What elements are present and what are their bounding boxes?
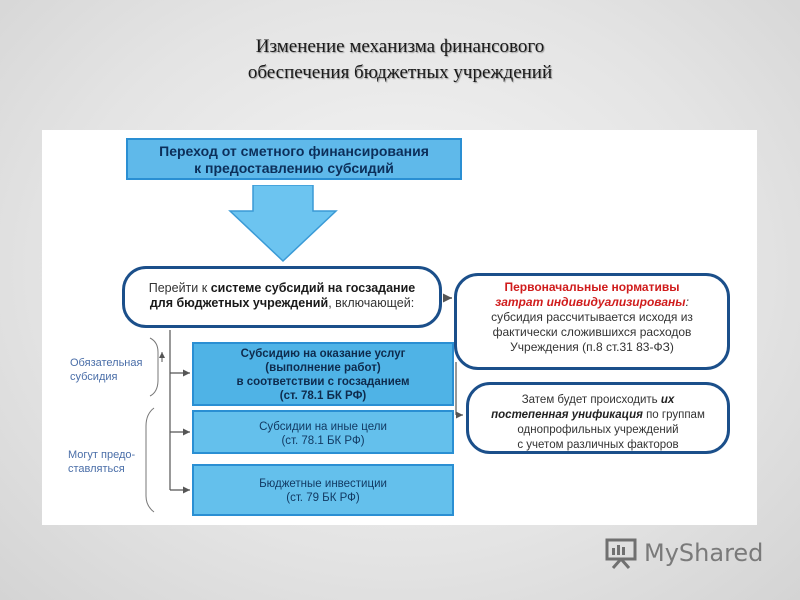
unif-text-2: их [660, 394, 675, 406]
mandatory-label-line-2: субсидия [70, 371, 118, 383]
main-oval-text-2: системе субсидий на госзадание [210, 281, 416, 295]
subsidy-3-line-2: (ст. 79 БК РФ) [286, 492, 360, 504]
subsidy-services-box: Субсидию на оказание услуг (выполнение р… [192, 342, 454, 406]
subsidy-1-line-3: в соответствии с госзаданием [236, 376, 410, 388]
slide-title-line-1: Изменение механизма финансового [255, 36, 545, 57]
norms-text-5: субсидия рассчитывается исходя из [491, 310, 693, 324]
norms-text-7: Учреждения (п.8 ст.31 83-ФЗ) [510, 340, 674, 354]
subsidy-1-line-2: (выполнение работ) [265, 362, 381, 374]
header-line-2: к предоставлению субсидий [194, 160, 394, 176]
norms-text-3: затрат индивидуализированы [495, 295, 686, 309]
norms-text-4: : [685, 295, 689, 309]
subsidy-2-line-1: Субсидии на иные цели [259, 421, 387, 433]
transition-header-box: Переход от сметного финансирования к пре… [126, 138, 462, 180]
norms-text-1: Первоначальные [504, 280, 612, 294]
logo-text: MyShared [644, 539, 764, 567]
subsidy-3-line-1: Бюджетные инвестиции [259, 478, 387, 490]
unif-text-6: с учетом различных факторов [517, 439, 679, 451]
optional-label-line-1: Могут предо- [68, 449, 136, 461]
norms-text-6: фактически сложившихся расходов [492, 325, 692, 339]
subsidy-1-line-4: (ст. 78.1 БК РФ) [279, 390, 367, 402]
mandatory-subsidy-label: Обязательная субсидия [70, 356, 142, 384]
header-line-1: Переход от сметного финансирования [159, 143, 429, 159]
budget-investments-box: Бюджетные инвестиции (ст. 79 БК РФ) [192, 464, 454, 516]
mandatory-label-line-1: Обязательная [70, 357, 143, 369]
connector-lines [145, 293, 463, 513]
diagram-panel: Переход от сметного финансирования к пре… [42, 130, 757, 525]
unif-text-3: постепенная унификация [491, 409, 643, 421]
main-oval-text-1: Перейти к [148, 281, 211, 295]
unif-text-4: по группам [642, 409, 705, 421]
presentation-board-icon [605, 538, 637, 569]
down-arrow-icon [228, 185, 338, 263]
optional-label-line-2: ставляться [68, 463, 125, 475]
slide-title: Изменение механизма финансового обеспече… [150, 34, 650, 86]
subsidy-1-line-1: Субсидию на оказание услуг [240, 348, 406, 360]
optional-bracket [145, 407, 155, 513]
unif-text-5: однопрофильных учреждений [517, 424, 679, 436]
slide-title-line-2: обеспечения бюджетных учреждений [247, 62, 553, 83]
subsidy-system-oval: Перейти к системе субсидий на госзадание… [122, 266, 442, 328]
mandatory-bracket [149, 337, 159, 397]
unification-oval: Затем будет происходить их постепенная у… [466, 382, 730, 454]
norms-text-2: нормативы [611, 280, 680, 294]
main-oval-text-3: для бюджетных учреждений [149, 296, 329, 310]
subsidy-2-line-2: (ст. 78.1 БК РФ) [281, 435, 365, 447]
optional-subsidy-label: Могут предо- ставляться [68, 448, 135, 476]
unif-text-1: Затем будет происходить [521, 394, 661, 406]
main-oval-text-4: , включающей: [328, 296, 415, 310]
norms-oval: Первоначальные нормативы затрат индивиду… [454, 273, 730, 370]
myshared-logo: MyShared [604, 533, 763, 573]
subsidy-other-goals-box: Субсидии на иные цели (ст. 78.1 БК РФ) [192, 410, 454, 454]
